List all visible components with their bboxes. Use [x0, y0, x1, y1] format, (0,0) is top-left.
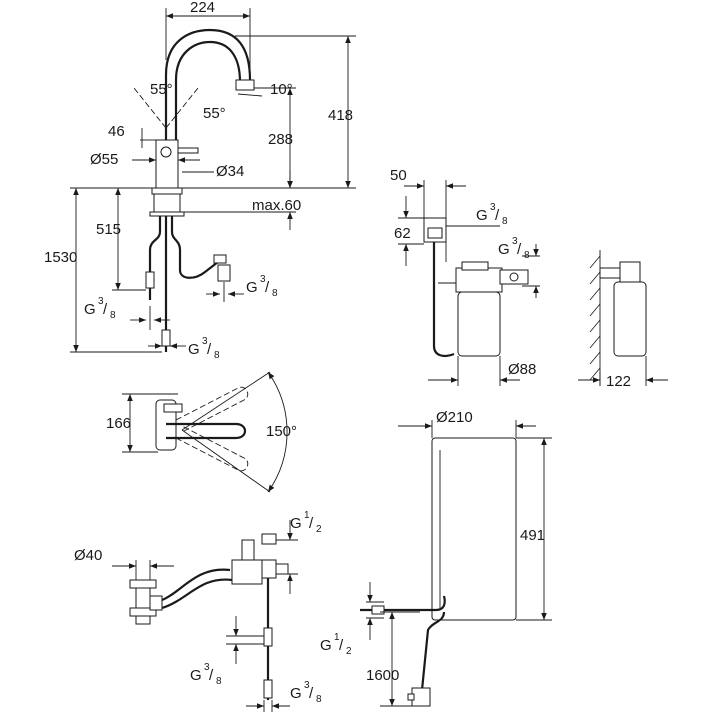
- svg-text:G: G: [188, 341, 200, 358]
- thread-g38-faucet-left: G 3 / 8: [84, 296, 116, 321]
- dim-boiler-diameter: Ø210: [436, 409, 473, 426]
- thread-g12-boiler: G 1 / 2: [320, 632, 352, 657]
- dim-tilt-angle: 10°: [270, 81, 293, 98]
- dim-connector-length: 515: [96, 221, 121, 238]
- spout-top-position: [166, 422, 247, 440]
- faucet-hose-left: [148, 216, 162, 300]
- filter-front-view: 50 62 G 3 / 8 G 3 / 8 Ø88: [390, 167, 540, 386]
- dim-head-width: 50: [390, 167, 407, 184]
- thread-g38-faucet-right: G 3 / 8: [246, 274, 278, 299]
- filter-side-cartridge: [613, 281, 647, 357]
- svg-text:3: 3: [202, 336, 208, 347]
- valve-block: [231, 559, 263, 585]
- dim-wall-depth: 122: [606, 373, 631, 390]
- dim-drain-diameter: Ø40: [74, 547, 102, 564]
- thread-g38-faucet-bottom: G 3 / 8: [188, 336, 220, 361]
- svg-text:G: G: [476, 207, 488, 224]
- filter-cartridge: [457, 291, 501, 357]
- svg-text:G: G: [290, 515, 302, 532]
- faucet-lever: [177, 147, 199, 154]
- faucet-hose-right: [170, 216, 219, 279]
- faucet-spout: [164, 28, 252, 140]
- thread-g38-filter-outlet: G 3 / 8: [498, 236, 530, 261]
- svg-text:8: 8: [524, 250, 530, 261]
- svg-text:3: 3: [490, 202, 496, 213]
- svg-text:3: 3: [304, 680, 310, 691]
- dim-total-height: 418: [328, 107, 353, 124]
- svg-text:3: 3: [512, 236, 518, 247]
- boiler-view: Ø210 491 G 1 / 2 1600: [320, 409, 552, 707]
- spout-outlet: [235, 79, 255, 91]
- dim-spout-height: 288: [268, 131, 293, 148]
- dim-lever-offset: 46: [108, 123, 125, 140]
- dim-filter-diameter: Ø88: [508, 361, 536, 378]
- dim-boiler-height: 491: [520, 527, 545, 544]
- svg-text:2: 2: [316, 524, 322, 535]
- svg-text:8: 8: [316, 694, 322, 705]
- faucet-side-view: 224 55° 55° 10° 418 288 46 Ø55 Ø34 max.6…: [44, 0, 356, 361]
- svg-text:G: G: [84, 301, 96, 318]
- svg-text:/: /: [495, 207, 500, 224]
- dim-spout-angle-left: 55°: [150, 81, 173, 98]
- filter-hose: [432, 242, 455, 357]
- boiler-tank: [431, 437, 517, 621]
- svg-text:/: /: [309, 685, 314, 702]
- svg-text:3: 3: [260, 274, 266, 285]
- power-plug: [411, 687, 431, 707]
- valve-assembly: Ø40 G 1 / 2 G 3 / 8 G 3 /: [74, 510, 322, 712]
- dim-reach: 224: [190, 0, 215, 16]
- filter-cartridge-head: [455, 267, 503, 293]
- svg-text:8: 8: [272, 288, 278, 299]
- svg-text:G: G: [190, 667, 202, 684]
- dim-swivel-angle: 150°: [266, 423, 297, 440]
- svg-text:/: /: [517, 241, 522, 258]
- dim-head-height: 62: [394, 225, 411, 242]
- dim-hole-diameter: Ø34: [216, 163, 244, 180]
- drain-hose: [161, 568, 231, 602]
- dim-spout-angle-right: 55°: [203, 105, 226, 122]
- svg-text:8: 8: [110, 310, 116, 321]
- svg-text:/: /: [265, 279, 270, 296]
- filter-side-view: 122: [578, 250, 668, 390]
- dim-hose-length: 1530: [44, 249, 77, 266]
- svg-text:8: 8: [214, 350, 220, 361]
- svg-text:1: 1: [334, 632, 340, 643]
- wall-bracket: [599, 267, 621, 279]
- svg-text:8: 8: [502, 216, 508, 227]
- svg-text:/: /: [339, 637, 344, 654]
- svg-text:G: G: [498, 241, 510, 258]
- svg-text:1: 1: [304, 510, 310, 521]
- dim-deck-thickness: max.60: [252, 197, 301, 214]
- dim-cable-length: 1600: [366, 667, 399, 684]
- lever-knob: [160, 146, 172, 158]
- svg-text:G: G: [246, 279, 258, 296]
- svg-text:/: /: [309, 515, 314, 532]
- svg-text:/: /: [207, 341, 212, 358]
- svg-text:8: 8: [216, 676, 222, 687]
- dim-base-diameter: Ø55: [90, 151, 118, 168]
- thread-g38-filter-inlet: G 3 / 8: [476, 202, 508, 227]
- svg-text:/: /: [209, 667, 214, 684]
- thread-g38-valve-right: G 3 / 8: [290, 680, 322, 705]
- svg-text:G: G: [290, 685, 302, 702]
- faucet-top-view: 166 150°: [106, 371, 297, 493]
- svg-text:/: /: [103, 301, 108, 318]
- svg-text:G: G: [320, 637, 332, 654]
- svg-text:3: 3: [98, 296, 104, 307]
- thread-g12-valve: G 1 / 2: [290, 510, 322, 535]
- svg-text:2: 2: [346, 646, 352, 657]
- boiler-cable: [420, 611, 446, 691]
- thread-g38-valve-left: G 3 / 8: [190, 662, 222, 687]
- svg-text:3: 3: [204, 662, 210, 673]
- dim-top-depth: 166: [106, 415, 131, 432]
- boiler-pipe: [360, 595, 446, 612]
